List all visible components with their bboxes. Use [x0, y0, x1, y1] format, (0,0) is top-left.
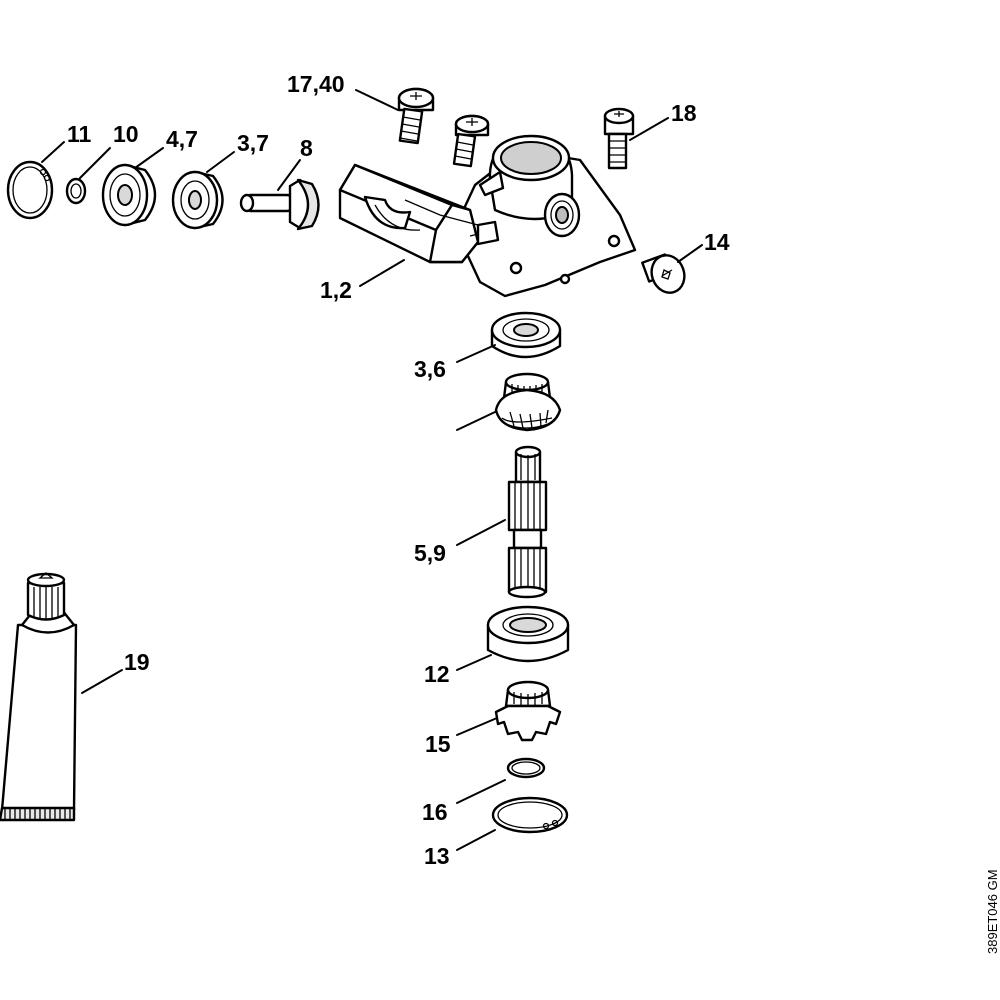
leader-line-11 [41, 141, 65, 163]
callout-1-2: 1,2 [320, 277, 352, 303]
leader-line-17-40 [355, 89, 399, 111]
callout-12: 12 [424, 661, 450, 687]
callout-16: 16 [422, 799, 448, 825]
callout-10: 10 [113, 121, 139, 147]
leader-line-19 [81, 669, 123, 694]
bolt-part-17-40-right [452, 114, 490, 168]
leader-line-16 [456, 779, 506, 804]
circlip-part-11 [6, 160, 54, 220]
callout-11: 11 [67, 121, 92, 147]
bearing-part-3-6 [490, 311, 562, 359]
callout-15: 15 [425, 731, 451, 757]
callout-3-6: 3,6 [414, 356, 446, 382]
leader-line-18 [629, 117, 669, 141]
bevel-gear-part-8-middle [494, 372, 562, 432]
bevel-gear-part-8-top [239, 178, 320, 231]
bearing-part-4-7 [101, 163, 157, 227]
callout-4-7: 4,7 [166, 126, 198, 152]
circlip-part-13 [491, 796, 569, 834]
callout-17-40: 17,40 [287, 71, 345, 97]
leader-line-3-6 [456, 344, 496, 363]
gear-housing-part-1-2 [338, 134, 637, 298]
ring-part-10 [65, 177, 87, 205]
leader-line-8-top [277, 159, 301, 191]
plug-screw-part-14 [641, 253, 686, 294]
bolt-part-17-40-left [397, 87, 435, 145]
callout-5-9: 5,9 [414, 540, 446, 566]
callout-8-top: 8 [300, 135, 313, 161]
callout-13: 13 [424, 843, 450, 869]
callout-18: 18 [671, 100, 697, 126]
leader-line-15 [456, 717, 498, 736]
callout-14: 14 [704, 229, 730, 255]
leader-line-4-7 [134, 147, 164, 169]
leader-line-3-7 [206, 151, 235, 173]
callout-19: 19 [124, 649, 150, 675]
drawing-reference-code: 389ET046 GM [985, 869, 1000, 954]
leader-line-14 [677, 244, 703, 263]
leader-line-13 [456, 829, 496, 851]
leader-line-1-2 [359, 259, 405, 287]
screw-part-18 [603, 107, 635, 170]
leader-line-8-middle [456, 411, 496, 431]
spline-shaft-part-5-9 [507, 445, 548, 599]
leader-line-10 [79, 147, 111, 179]
callout-3-7: 3,7 [237, 130, 269, 156]
snap-ring-part-16 [506, 757, 546, 779]
leader-line-5-9 [456, 519, 506, 546]
bearing-part-12 [486, 605, 570, 663]
grease-tube-part-19 [0, 572, 78, 822]
bearing-part-3-7 [171, 170, 224, 230]
pinion-part-15 [494, 680, 562, 742]
leader-line-12 [456, 654, 492, 671]
